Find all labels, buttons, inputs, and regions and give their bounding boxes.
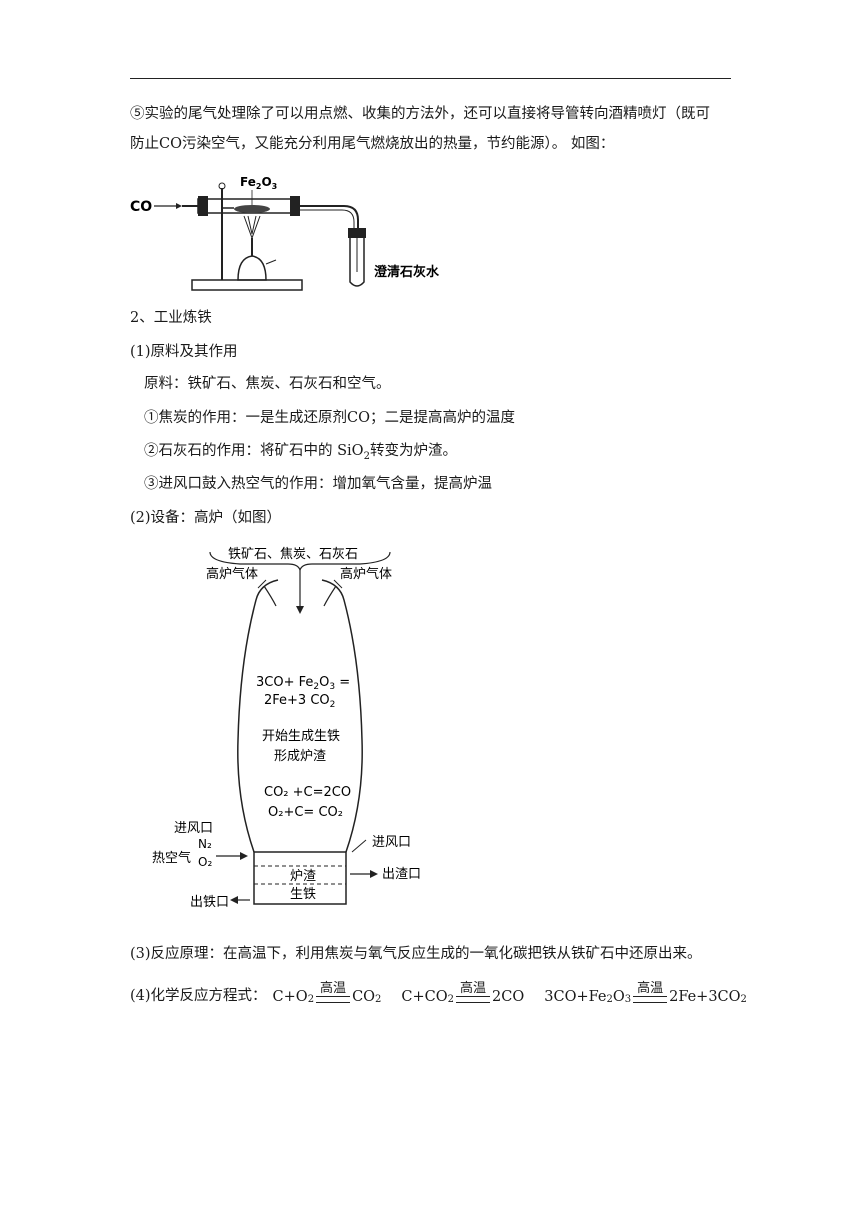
- furnace-gas-left: 高炉气体: [206, 566, 258, 582]
- slag-outlet-label: 出渣口: [382, 867, 421, 882]
- iron-outlet-label: 出铁口: [190, 895, 229, 910]
- co-reduction-apparatus-figure: CO Fe2O3 澄清石灰水: [126, 168, 476, 300]
- section-2-title: 2、工业炼铁: [130, 310, 212, 326]
- limestone-role: ②石灰石的作用：将矿石中的 SiO2转变为炉渣。: [144, 443, 457, 462]
- furnace-label-pig-iron-start: 开始生成生铁: [262, 729, 340, 744]
- right-inlet-label: 进风口: [372, 835, 411, 850]
- hot-air-label: 热空气: [152, 850, 191, 866]
- slag-layer-label: 炉渣: [290, 869, 316, 884]
- intro-line-2: 防止CO污染空气，又能充分利用尾气燃烧放出的热量，节约能源）。 如图：: [130, 136, 615, 152]
- raw-materials: 原料：铁矿石、焦炭、石灰石和空气。: [144, 376, 391, 392]
- furnace-label-slag-forming: 形成炉渣: [274, 749, 326, 764]
- pig-iron-layer-label: 生铁: [290, 887, 316, 902]
- fe2o3-label: Fe2O3: [240, 175, 277, 191]
- coke-role: ①焦炭的作用：一是生成还原剂CO；二是提高高炉的温度: [144, 410, 515, 426]
- co-label: CO: [130, 199, 152, 215]
- intro-line-1: ⑤实验的尾气处理除了可以用点燃、收集的方法外，还可以直接将导管转向酒精喷灯（既可: [130, 106, 710, 122]
- blast-furnace-diagram: 铁矿石、焦炭、石灰石 高炉气体 高炉气体 3CO+ Fe2O3 = 2Fe+3 …: [140, 540, 440, 912]
- furnace-eq1-top: 3CO+ Fe2O3 =: [256, 675, 350, 692]
- furnace-eq3: O₂+C= CO₂: [268, 805, 343, 820]
- left-inlet-label: 进风口: [174, 821, 213, 836]
- n2-label: N₂: [198, 837, 212, 851]
- section-2-sub3: (3)反应原理：在高温下，利用焦炭与氧气反应生成的一氧化碳把铁从铁矿石中还原出来…: [130, 946, 702, 962]
- header-rule: [130, 78, 731, 79]
- limewater-label: 澄清石灰水: [374, 264, 440, 280]
- hot-air-role: ③进风口鼓入热空气的作用：增加氧气含量，提高炉温: [144, 476, 492, 492]
- section-2-sub2: (2)设备：高炉（如图）: [130, 510, 282, 526]
- o2-label: O₂: [198, 855, 212, 869]
- furnace-eq2: CO₂ +C=2CO: [264, 785, 351, 800]
- furnace-feed-label: 铁矿石、焦炭、石灰石: [228, 547, 358, 562]
- furnace-gas-right: 高炉气体: [340, 566, 392, 582]
- equations-heading: (4)化学反应方程式：: [130, 988, 267, 1004]
- furnace-eq1-bottom: 2Fe+3 CO2: [264, 693, 335, 710]
- section-2-sub1: (1)原料及其作用: [130, 344, 238, 360]
